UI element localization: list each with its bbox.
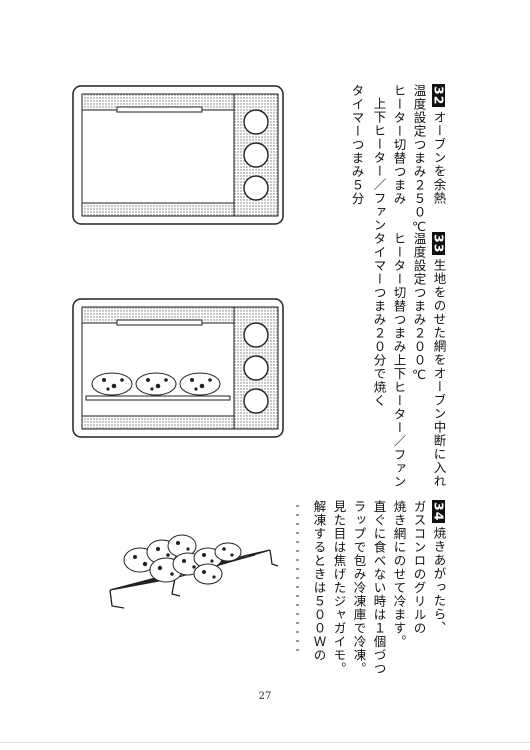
step-33-line-4: タイマーつまみ２０分で焼く — [371, 232, 387, 408]
oven-baking-illustration — [72, 298, 284, 438]
oven-empty-illustration — [72, 85, 284, 225]
step-34-line-2: ガスコンロのグリルの — [411, 500, 427, 635]
step-32-line-2: 温度設定つまみ２５０℃ — [411, 84, 427, 235]
step-34-line-5: ラップで包み冷凍庫で冷凍。 — [351, 500, 367, 676]
step-32-line-5: タイマーつまみ５分 — [349, 84, 365, 206]
step-34-line-7: 解凍するときは５００Ｗの — [311, 500, 327, 662]
step-32-line-3: ヒーター切替つまみ — [391, 84, 407, 206]
roll — [91, 372, 221, 396]
grill-rack-illustration — [109, 534, 279, 609]
page-number: 27 — [258, 691, 272, 702]
step-34-line-1: 34焼きあがったら、 — [431, 500, 447, 635]
step-32-line-1: 32オーブンを余熱 — [431, 84, 447, 205]
step-33-line-1: 33生地をのせた網をオーブン中断に入れ — [431, 232, 447, 488]
step-33-number: 33 — [431, 232, 447, 256]
step-33-line-2: 温度設定つまみ２００℃ — [411, 232, 427, 383]
step-34-line-6: 見た目は焦げたジャガイモ。 — [331, 500, 347, 676]
step-32-number: 32 — [431, 84, 447, 108]
temperature-knob — [243, 109, 269, 135]
step-34-line-3: 焼き網にのせて冷ます。 — [391, 500, 407, 649]
step-33-line-3: ヒーター切替つまみ上下ヒーター／ファン — [391, 232, 407, 489]
cooled-roll — [123, 534, 242, 585]
step-34-line-4: 直ぐに食べない時は１個づつ — [371, 500, 387, 676]
heater-knob — [243, 142, 269, 168]
step-34-number: 34 — [431, 500, 447, 524]
bottom-rule — [0, 742, 530, 743]
cut-off-text-column — [296, 505, 299, 655]
timer-knob — [243, 175, 269, 201]
step-32-line-4: 上下ヒーター／ファン — [371, 97, 387, 232]
